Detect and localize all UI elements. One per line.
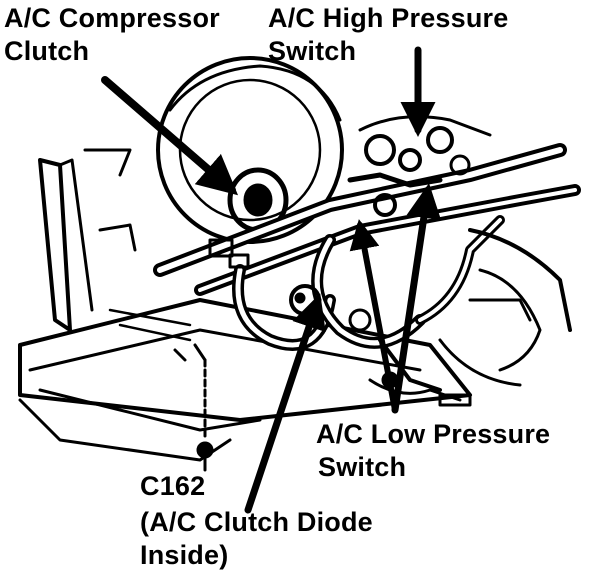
label-ac-clutch-diode: (A/C Clutch Diode Inside) [140, 506, 373, 572]
label-ac-low-pressure-switch-line2: Switch [318, 452, 407, 482]
label-ac-compressor-clutch: A/C Compressor Clutch [4, 2, 220, 68]
label-ac-high-pressure-switch: A/C High Pressure Switch [268, 2, 508, 68]
label-ac-low-pressure-switch-line1: A/C Low Pressure [316, 419, 551, 449]
arrow-clutch-diode [244, 293, 326, 514]
label-ac-high-pressure-switch-line2: Switch [268, 36, 357, 66]
label-connector-c162-code: C162 [140, 471, 206, 501]
label-ac-clutch-diode-line1: (A/C Clutch Diode [140, 507, 373, 537]
arrow-low-pressure-switch-b [349, 219, 398, 413]
callout-arrows [101, 46, 442, 514]
arrow-compressor-clutch [101, 76, 239, 196]
arrow-low-pressure-switch-a [391, 183, 442, 414]
engine-illustration [18, 56, 581, 472]
label-ac-clutch-diode-line2: Inside) [140, 540, 229, 570]
label-ac-compressor-clutch-line1: A/C Compressor [4, 3, 220, 33]
label-ac-low-pressure-switch: A/C Low Pressure Switch [316, 418, 550, 484]
label-ac-compressor-clutch-line2: Clutch [4, 36, 90, 66]
label-ac-high-pressure-switch-line1: A/C High Pressure [268, 3, 509, 33]
label-connector-c162: C162 [140, 470, 205, 503]
